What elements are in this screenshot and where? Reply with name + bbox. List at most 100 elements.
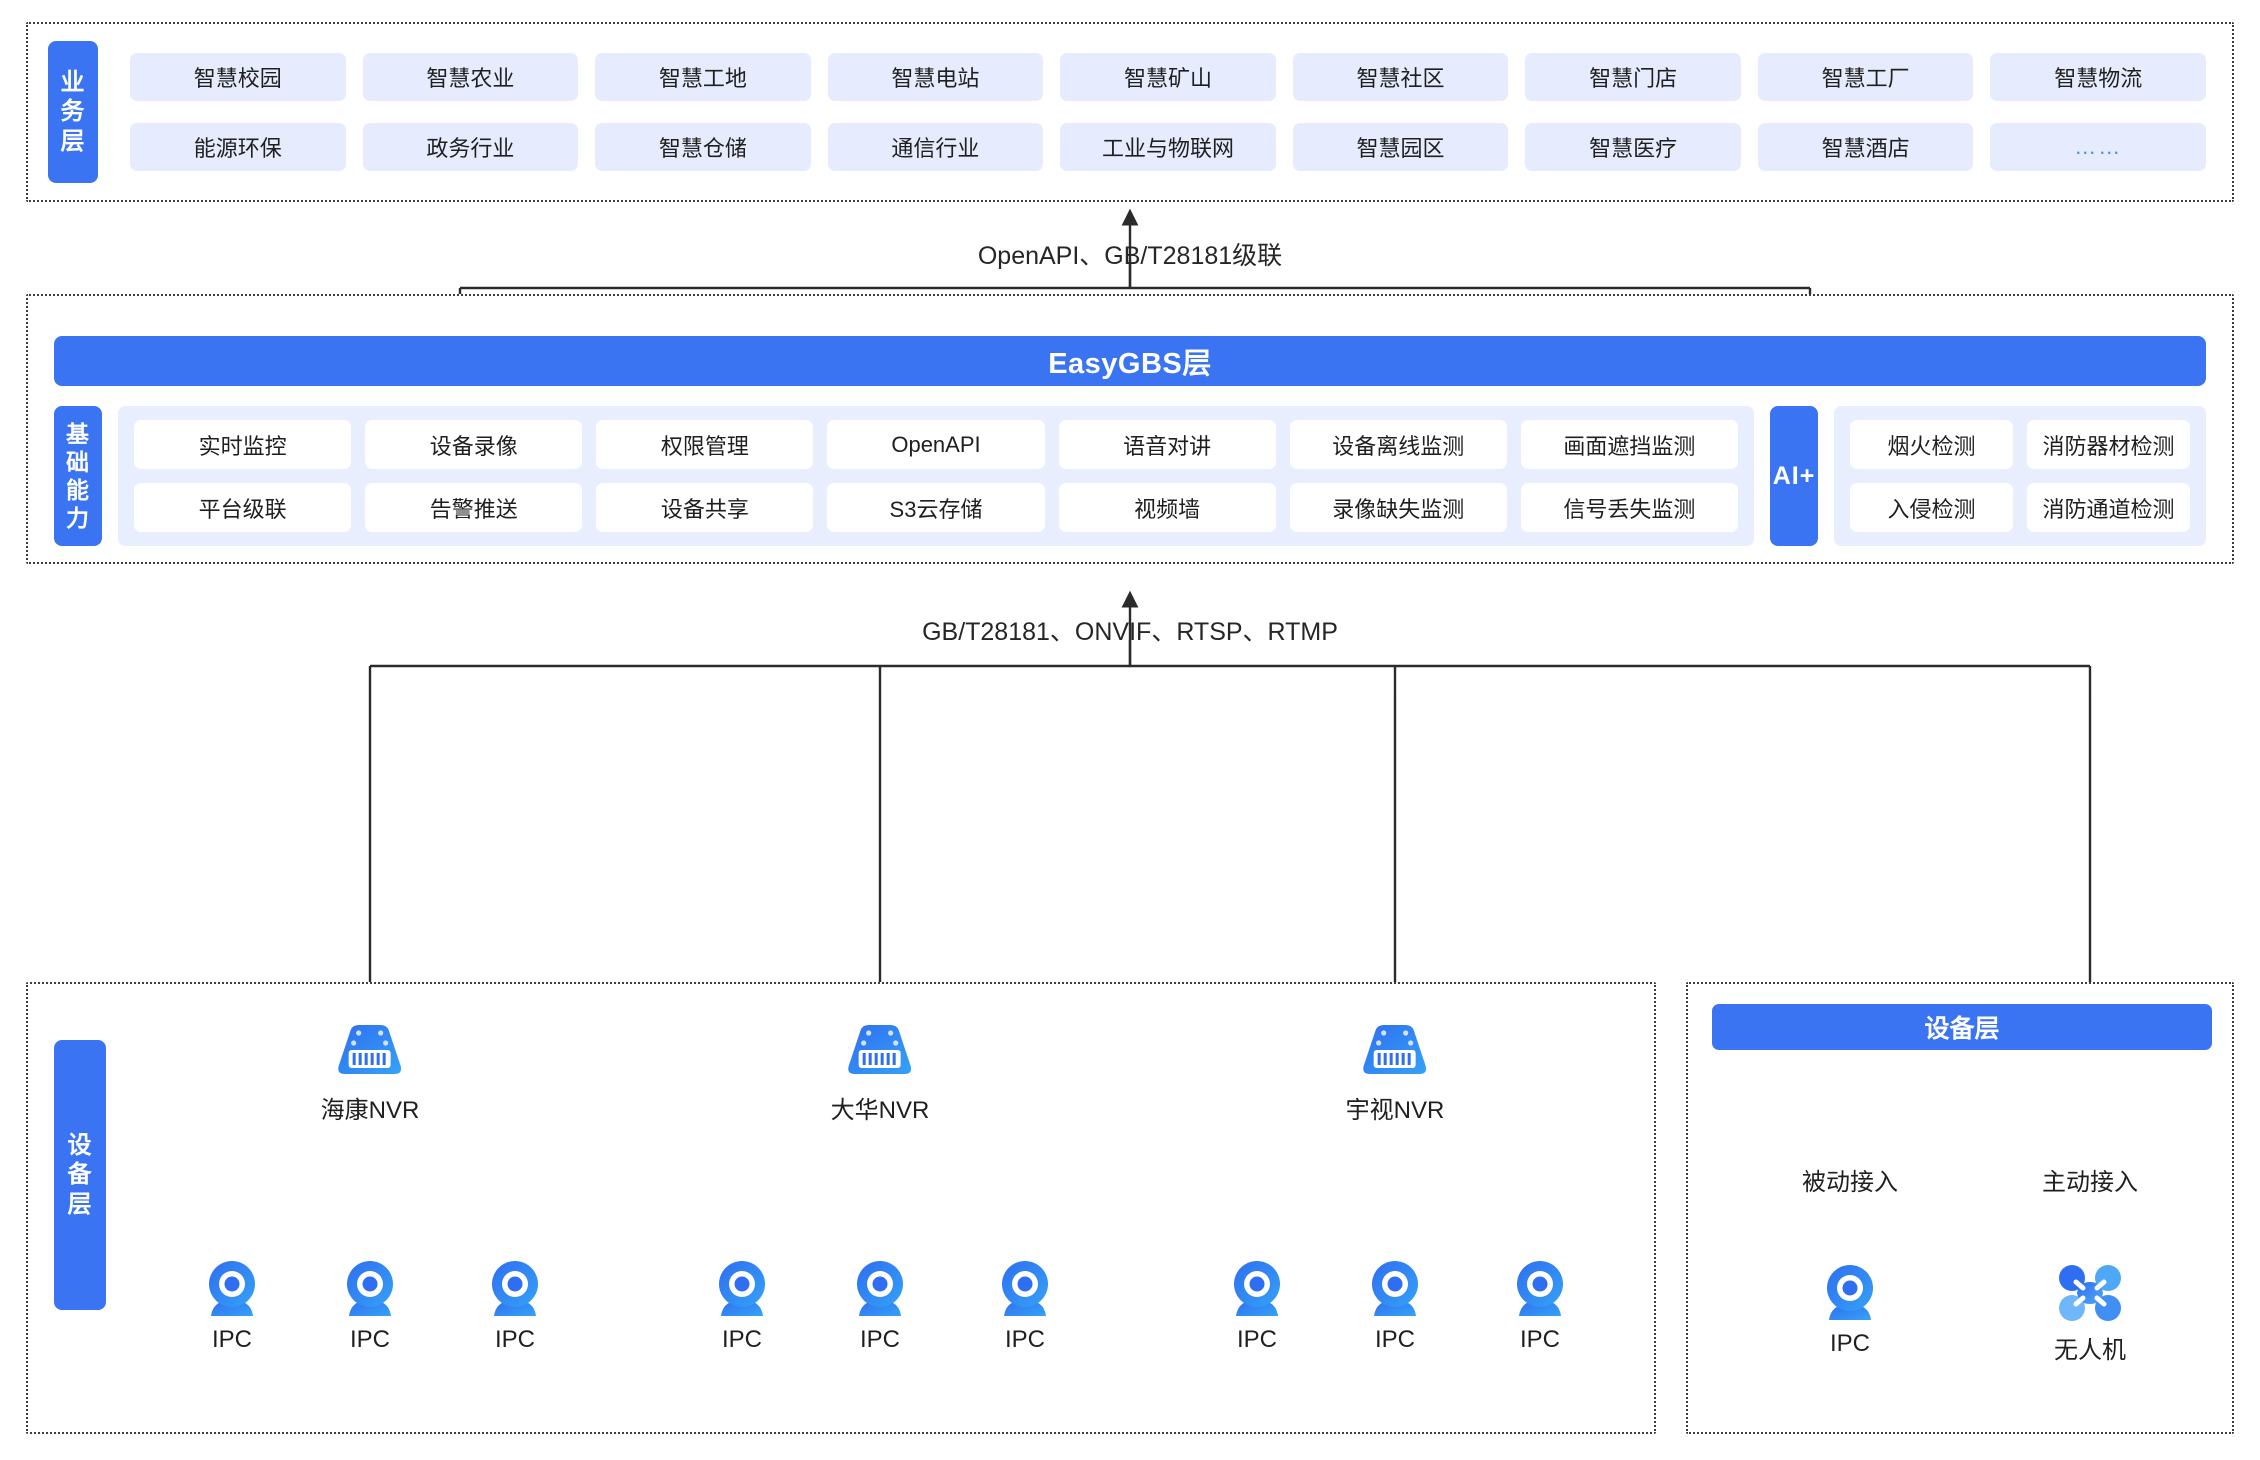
business-items-grid: 智慧校园智慧农业智慧工地智慧电站智慧矿山智慧社区智慧门店智慧工厂智慧物流能源环保… [98,53,2232,171]
ipc-camera-node[interactable]: IPC [1362,1258,1428,1354]
nvr-icon [338,1025,402,1074]
ipc-camera-node[interactable]: IPC [992,1258,1058,1354]
business-item-chip[interactable]: 智慧电站 [827,53,1044,101]
ipc-camera-label: IPC [494,1326,535,1353]
business-item-chip[interactable]: 智慧园区 [1292,123,1509,171]
business-item-chip[interactable]: 智慧工地 [595,53,811,101]
easygbs-title-bar: EasyGBS层 [54,336,2206,386]
ipc-camera-node[interactable]: IPC [1224,1258,1290,1354]
ipc-camera-node[interactable]: IPC [199,1258,265,1354]
ipc-camera-label: IPC [859,1326,900,1353]
ipc-camera-label: IPC [1236,1326,1277,1353]
connector-top-label: OpenAPI、GB/T28181级联 [977,242,1283,270]
capability-chip[interactable]: 信号丢失监测 [1520,483,1738,532]
capability-chip[interactable]: OpenAPI [827,420,1045,469]
device-label: 无人机 [2054,1337,2126,1364]
business-item-chip[interactable]: 智慧校园 [130,53,346,101]
camera-icon [1517,1261,1563,1316]
device-label: IPC [1829,1330,1870,1357]
business-item-chip[interactable]: 智慧医疗 [1525,123,1741,171]
camera-icon [857,1261,903,1316]
ipc-camera-label: IPC [349,1326,390,1353]
device-layer-right-container: 设备层 [1686,982,2234,1434]
camera-icon [209,1261,255,1316]
business-layer-label: 业务层 [48,41,98,183]
ipc-camera-node[interactable]: IPC [847,1258,913,1354]
business-item-chip[interactable]: 智慧酒店 [1757,123,1974,171]
ai-plus-label: AI+ [1770,406,1818,546]
business-item-chip[interactable]: 能源环保 [130,123,346,171]
nvr-icon [1363,1025,1427,1074]
camera-icon [1372,1261,1418,1316]
ipc-camera-node[interactable]: IPC [337,1258,403,1354]
ai-capability-chip[interactable]: 消防器材检测 [2027,420,2190,469]
capability-chip[interactable]: 画面遮挡监测 [1520,420,1738,469]
ai-capability-panel: 烟火检测消防器材检测入侵检测消防通道检测 [1834,406,2206,546]
ipc-camera-node[interactable]: IPC [482,1258,548,1354]
business-item-chip[interactable]: 智慧社区 [1292,53,1509,101]
business-item-chip[interactable]: 智慧门店 [1525,53,1741,101]
basic-capability-label-text: 基础能力 [66,420,90,532]
camera-icon [719,1261,765,1316]
connector-mid-label: GB/T28181、ONVIF、RTSP、RTMP [922,618,1338,646]
ipc-camera-label: IPC [211,1326,252,1353]
basic-capability-label: 基础能力 [54,406,102,546]
nvr-node[interactable]: 宇视NVR [1345,1022,1445,1125]
ipc-camera-label: IPC [1519,1326,1560,1353]
business-item-chip[interactable]: 智慧物流 [1990,53,2206,101]
nvr-label: 海康NVR [320,1097,420,1124]
capability-chip[interactable]: 设备共享 [596,483,814,532]
capability-chip[interactable]: 权限管理 [596,420,814,469]
drone-icon [2059,1265,2121,1321]
device-layer-right-title-text: 设备层 [1924,1015,2000,1043]
device-layer-left-label-text: 设备层 [67,1132,93,1218]
ipc-camera-label: IPC [1004,1326,1045,1353]
business-item-chip[interactable]: 政务行业 [362,123,579,171]
capability-chip[interactable]: 告警推送 [365,483,583,532]
ipc-camera-node[interactable]: IPC [1817,1262,1883,1358]
business-item-chip[interactable]: 智慧工厂 [1757,53,1974,101]
capability-row: 基础能力 实时监控设备录像权限管理 OpenAPI 语音对讲设备离线监测画面遮挡监测… [54,406,2206,546]
capability-chip[interactable]: 平台级联 [134,483,352,532]
ipc-camera-node[interactable]: IPC [1507,1258,1573,1354]
capability-chip[interactable]: 设备离线监测 [1289,420,1507,469]
business-item-chip[interactable]: 智慧农业 [362,53,579,101]
easygbs-title-text: EasyGBS层 [1048,348,1212,380]
ai-capability-chip[interactable]: 消防通道检测 [2027,483,2190,532]
camera-icon [1827,1265,1873,1320]
ai-capability-chip[interactable]: 入侵检测 [1850,483,2013,532]
ai-capability-chip[interactable]: 烟火检测 [1850,420,2013,469]
nvr-node[interactable]: 海康NVR [320,1022,420,1125]
ipc-camera-label: IPC [721,1326,762,1353]
capability-panel: 实时监控设备录像权限管理 OpenAPI 语音对讲设备离线监测画面遮挡监测平台级联告… [118,406,1754,546]
business-layer-label-text: 业务层 [60,69,86,155]
access-mode-label: 主动接入 [2042,1169,2138,1196]
capability-chip[interactable]: S3云存储 [827,483,1045,532]
business-item-chip[interactable]: 工业与物联网 [1060,123,1276,171]
device-layer-right-title: 设备层 [1712,1004,2212,1050]
nvr-label: 宇视NVR [1345,1097,1445,1124]
camera-icon [492,1261,538,1316]
capability-chip[interactable]: 视频墙 [1058,483,1276,532]
ipc-camera-label: IPC [1374,1326,1415,1353]
business-layer-container: 业务层 智慧校园智慧农业智慧工地智慧电站智慧矿山智慧社区智慧门店智慧工厂智慧物流… [26,22,2234,202]
capability-chip[interactable]: 设备录像 [365,420,583,469]
camera-icon [1002,1261,1048,1316]
nvr-node[interactable]: 大华NVR [830,1022,930,1125]
business-item-chip[interactable]: …… [1990,123,2206,171]
nvr-label: 大华NVR [830,1097,930,1124]
capability-chip[interactable]: 实时监控 [134,420,352,469]
business-item-chip[interactable]: 智慧仓储 [595,123,811,171]
ai-plus-label-text: AI+ [1772,461,1816,490]
business-item-chip[interactable]: 智慧矿山 [1060,53,1276,101]
platform-layer-container: EasyGBS层 基础能力 实时监控设备录像权限管理 OpenAPI 语音对讲设备离… [26,294,2234,564]
business-item-chip[interactable]: 通信行业 [827,123,1044,171]
drone-node[interactable]: 无人机 [2054,1262,2126,1365]
device-layer-left-label: 设备层 [54,1040,106,1310]
capability-chip[interactable]: 语音对讲 [1058,420,1276,469]
capability-chip[interactable]: 录像缺失监测 [1289,483,1507,532]
ipc-camera-node[interactable]: IPC [709,1258,775,1354]
camera-icon [1234,1261,1280,1316]
nvr-icon [848,1025,912,1074]
camera-icon [347,1261,393,1316]
